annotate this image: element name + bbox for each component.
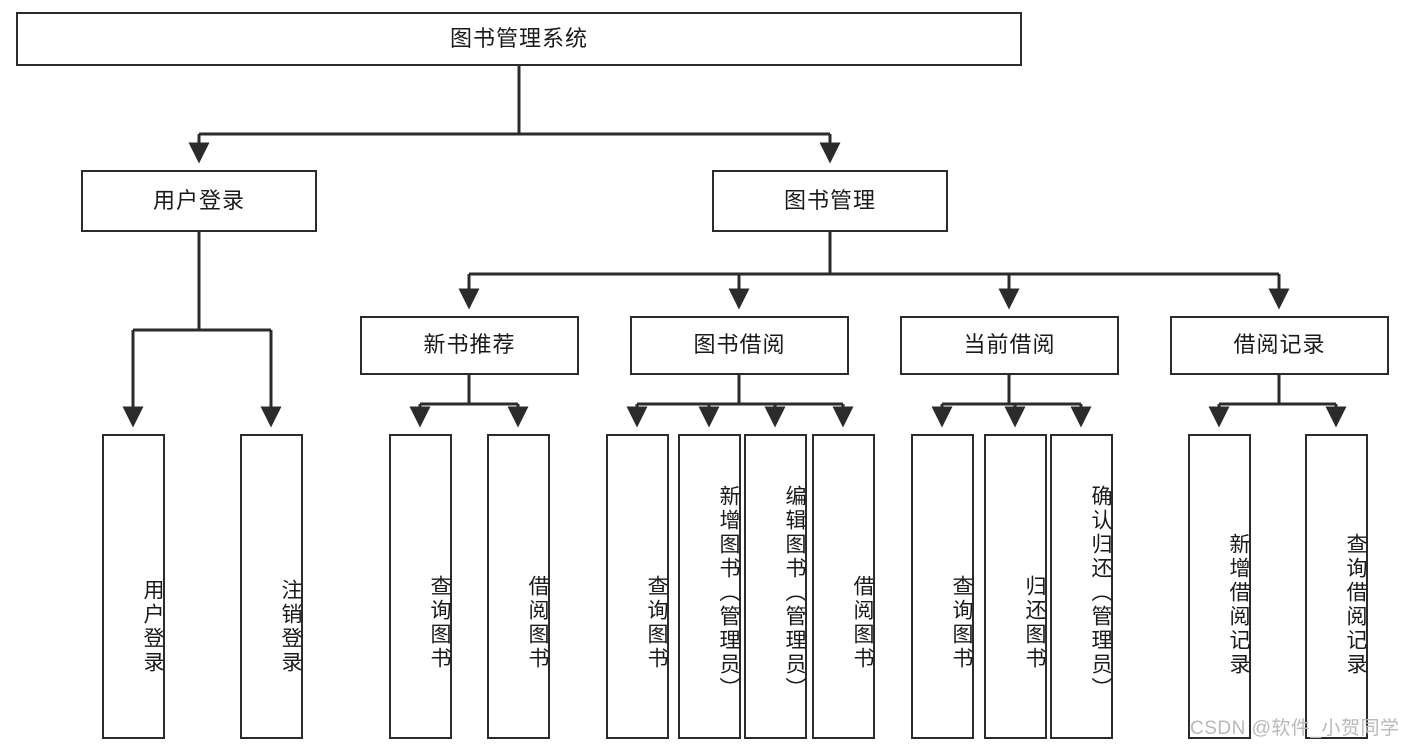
leaf-user-login[interactable]: 用户登录 [102,434,165,739]
node-current-borrowing[interactable]: 当前借阅 [900,316,1119,375]
node-new-book-recommendation[interactable]: 新书推荐 [360,316,579,375]
leaf-query-books-borrow[interactable]: 查询图书 [606,434,669,739]
leaf-add-borrow-record[interactable]: 新增借阅记录 [1188,434,1251,739]
node-borrow-records[interactable]: 借阅记录 [1170,316,1389,375]
node-root[interactable]: 图书管理系统 [16,12,1022,66]
node-book-management[interactable]: 图书管理 [712,170,948,232]
leaf-borrow-books[interactable]: 借阅图书 [812,434,875,739]
leaf-borrow-books-new[interactable]: 借阅图书 [487,434,550,739]
leaf-edit-book-admin[interactable]: 编辑图书（管理员） [744,434,807,739]
leaf-return-books[interactable]: 归还图书 [984,434,1047,739]
leaf-query-borrow-record[interactable]: 查询借阅记录 [1305,434,1368,739]
leaf-add-book-admin[interactable]: 新增图书（管理员） [678,434,741,739]
leaf-logout[interactable]: 注销登录 [240,434,303,739]
node-user-login[interactable]: 用户登录 [81,170,317,232]
node-book-borrowing[interactable]: 图书借阅 [630,316,849,375]
leaf-query-books-current[interactable]: 查询图书 [911,434,974,739]
leaf-query-books-new[interactable]: 查询图书 [389,434,452,739]
leaf-confirm-return-admin[interactable]: 确认归还（管理员） [1050,434,1113,739]
